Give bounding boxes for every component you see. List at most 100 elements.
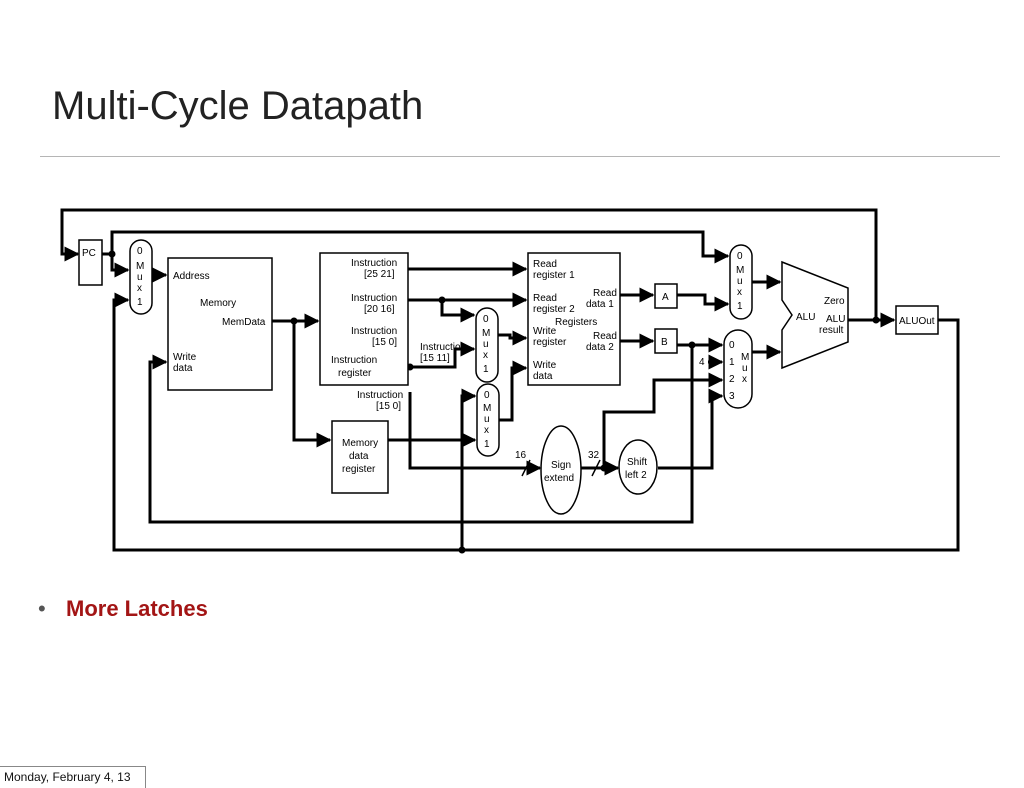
- footer-box: [0, 766, 146, 788]
- alu: ALU Zero ALU result: [781, 260, 849, 370]
- wire-wdmux-out: [499, 360, 528, 422]
- svg-text:Instruction: Instruction: [351, 293, 397, 304]
- svg-text:x: x: [137, 283, 142, 294]
- svg-text:u: u: [137, 272, 143, 283]
- svg-text:1: 1: [729, 357, 735, 368]
- svg-text:data: data: [349, 451, 369, 462]
- svg-text:PC: PC: [82, 248, 96, 259]
- svg-text:M: M: [482, 328, 490, 339]
- svg-text:B: B: [661, 337, 668, 348]
- svg-text:1: 1: [484, 439, 490, 450]
- svg-text:ALU: ALU: [826, 314, 845, 325]
- shift-left-two: Shift left 2: [618, 439, 658, 495]
- svg-text:Instruction: Instruction: [351, 258, 397, 269]
- svg-text:Read: Read: [593, 331, 617, 342]
- svg-text:result: result: [819, 325, 844, 336]
- wire-a-to-alumux: [677, 293, 730, 312]
- svg-text:data 2: data 2: [586, 342, 614, 353]
- svg-text:Memory: Memory: [342, 438, 378, 449]
- wire-sign-to-alumux: [602, 372, 724, 468]
- wire-junctions: [108, 250, 880, 554]
- svg-text:1: 1: [483, 364, 489, 375]
- wire-pc-to-mux: [102, 252, 130, 278]
- svg-text:MemData: MemData: [222, 317, 266, 328]
- svg-text:Registers: Registers: [555, 317, 597, 328]
- svg-text:register: register: [338, 368, 372, 379]
- svg-text:x: x: [483, 350, 488, 361]
- svg-text:register: register: [342, 464, 376, 475]
- constant-four: 4: [699, 357, 705, 368]
- wire-rd-to-regmux: [410, 341, 476, 369]
- svg-text:Read: Read: [593, 288, 617, 299]
- svg-text:[20 16]: [20 16]: [364, 304, 395, 315]
- svg-text:Read: Read: [533, 259, 557, 270]
- address-mux: 0 M u x 1: [129, 239, 153, 315]
- alu-src-a-mux: 0 M u x 1: [729, 244, 753, 320]
- title-divider: [40, 156, 1000, 157]
- svg-text:u: u: [737, 276, 743, 287]
- bullet-item: •More Latches: [38, 596, 208, 622]
- ir-rd-field-label: Instruction: [420, 342, 466, 353]
- wire-regmux-out: [498, 330, 528, 346]
- pc-register: PC: [78, 239, 103, 286]
- svg-text:x: x: [742, 374, 747, 385]
- a-register: A: [654, 283, 678, 309]
- svg-text:x: x: [737, 287, 742, 298]
- wire-b-to-memwrite: [148, 345, 694, 524]
- svg-text:data: data: [533, 371, 553, 382]
- b-register: B: [654, 328, 678, 354]
- svg-text:M: M: [136, 261, 144, 272]
- svg-text:Instruction: Instruction: [331, 355, 377, 366]
- alu-src-b-mux: 0 1 2 3 M u x: [723, 329, 753, 409]
- svg-text:extend: extend: [544, 473, 574, 484]
- svg-text:register 2: register 2: [533, 304, 575, 315]
- memory-unit: Address Memory MemData Write data: [167, 257, 273, 391]
- svg-text:x: x: [484, 425, 489, 436]
- svg-text:u: u: [484, 414, 490, 425]
- svg-text:Read: Read: [533, 293, 557, 304]
- svg-text:2: 2: [729, 374, 735, 385]
- slide-title: Multi-Cycle Datapath: [52, 84, 424, 128]
- svg-text:A: A: [662, 292, 669, 303]
- bits-16-label: 16: [515, 450, 527, 461]
- svg-text:register: register: [533, 337, 567, 348]
- ir-rd-field-bits: [15 11]: [420, 353, 450, 364]
- svg-text:Instruction: Instruction: [351, 326, 397, 337]
- svg-text:Write: Write: [173, 352, 197, 363]
- svg-text:Shift: Shift: [627, 457, 647, 468]
- instruction-register: Instruction [25 21] Instruction [20 16] …: [319, 252, 409, 386]
- svg-text:register 1: register 1: [533, 270, 575, 281]
- ir-imm-field-label: Instruction: [357, 390, 403, 401]
- svg-text:u: u: [742, 363, 748, 374]
- svg-text:Address: Address: [173, 271, 210, 282]
- ir-imm-field-bits: [15 0]: [376, 401, 401, 412]
- register-file: Read register 1 Read register 2 Read dat…: [527, 252, 621, 386]
- wire-aluout-return: [112, 292, 960, 552]
- wire-memdata-to-mdr: [292, 321, 332, 448]
- svg-text:Write: Write: [533, 360, 557, 371]
- svg-text:M: M: [483, 403, 491, 414]
- svg-text:3: 3: [729, 391, 735, 402]
- svg-text:0: 0: [483, 314, 489, 325]
- svg-text:u: u: [483, 339, 489, 350]
- svg-text:data: data: [173, 363, 193, 374]
- write-data-mux: 0 M u x 1: [476, 383, 500, 457]
- wire-imm-to-sign: [408, 392, 542, 476]
- svg-text:data 1: data 1: [586, 299, 614, 310]
- wire-pc-feedback: [60, 208, 878, 320]
- svg-text:Zero: Zero: [824, 296, 845, 307]
- svg-text:0: 0: [137, 246, 143, 257]
- svg-text:[25 21]: [25 21]: [364, 269, 395, 280]
- svg-text:1: 1: [137, 297, 143, 308]
- wire-rt-to-regmux: [440, 300, 476, 323]
- svg-text:left 2: left 2: [625, 470, 647, 481]
- svg-text:1: 1: [737, 301, 743, 312]
- bits-32-label: 32: [588, 450, 600, 461]
- sign-extend: Sign extend: [540, 425, 582, 515]
- datapath-wires: [60, 208, 960, 552]
- svg-text:M: M: [741, 352, 749, 363]
- bus-width-marks: [521, 459, 601, 477]
- bullet-dot: •: [38, 596, 46, 621]
